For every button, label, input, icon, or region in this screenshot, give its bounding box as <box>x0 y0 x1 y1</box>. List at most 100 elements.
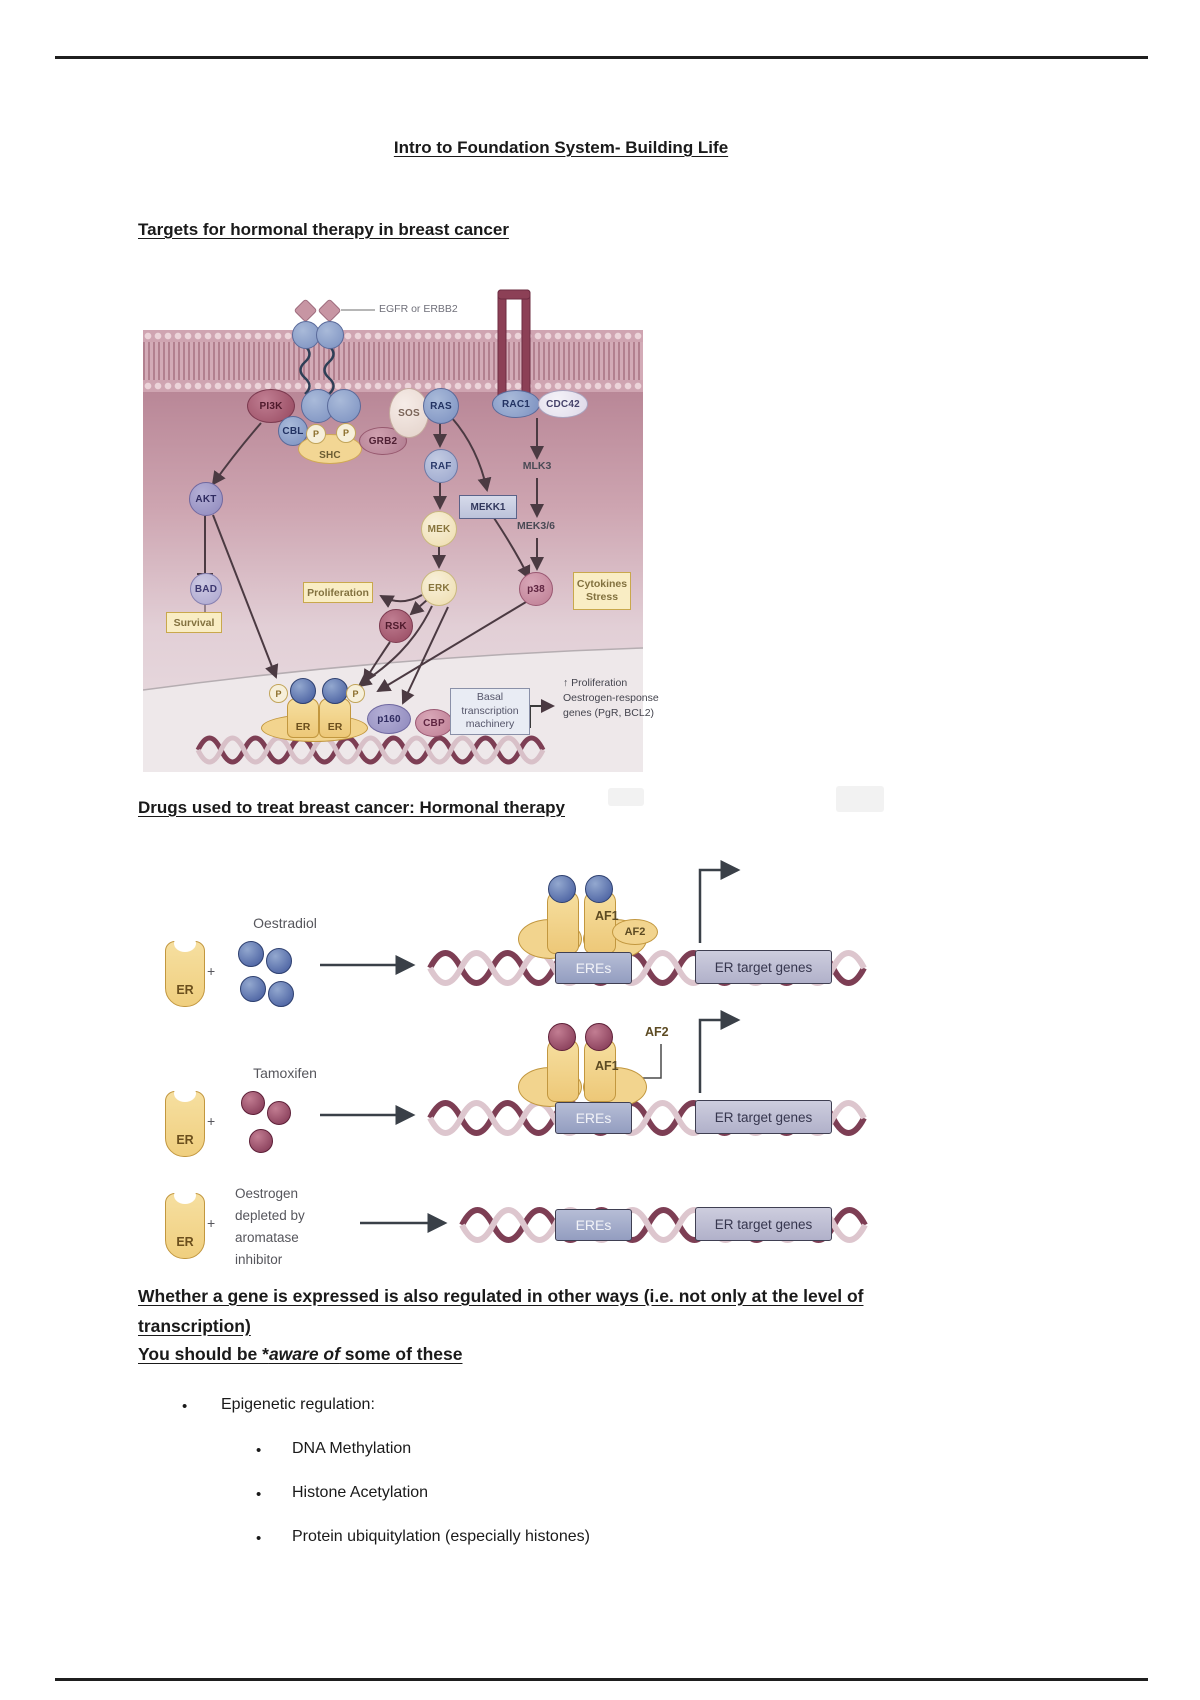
mek-node: MEK <box>421 511 457 547</box>
bullet-item-histone-acetylation: Histone Acetylation <box>292 1484 429 1501</box>
cytokines-line: Cytokines <box>576 578 628 590</box>
bad-node: BAD <box>190 573 222 605</box>
oestradiol-ball-icon <box>266 948 292 974</box>
plasma-membrane <box>143 330 643 392</box>
basal-line: transcription <box>461 704 519 717</box>
receptor-coils <box>299 345 335 395</box>
phospho-p-icon: P <box>336 423 356 443</box>
plus-sign: + <box>207 963 216 979</box>
cytokines-stress-label: Cytokines Stress <box>573 572 631 610</box>
top-rule <box>55 56 1148 59</box>
nuclear-envelope <box>143 647 644 691</box>
af1-label: AF1 <box>595 909 619 923</box>
er-receptor-icon: ER <box>165 1091 205 1157</box>
hormonal-therapy-figure: Oestradiol ER + AF1 AF2 EREs ER target g… <box>135 835 880 1280</box>
bullet-icon: • <box>182 1398 188 1415</box>
second-receptor <box>497 289 531 403</box>
outcome-arrow <box>529 699 555 728</box>
eres-box: EREs <box>555 1209 632 1241</box>
p160-node: p160 <box>367 704 411 734</box>
er-target-genes-box: ER target genes <box>695 1207 832 1241</box>
scan-artifact <box>836 786 884 812</box>
dna-helix <box>195 735 546 765</box>
er-label: ER <box>176 1235 194 1249</box>
scan-artifact <box>608 788 644 806</box>
af2-label: AF2 <box>612 919 658 945</box>
bullet-icon: • <box>256 1486 262 1503</box>
mekk1-node: MEKK1 <box>459 495 517 519</box>
er-unit: ER <box>319 698 351 738</box>
bottom-rule <box>55 1678 1148 1681</box>
ras-node: RAS <box>423 388 459 424</box>
reaction-arrows <box>320 860 741 1233</box>
ligand-line: Oestrogen <box>235 1186 299 1201</box>
tamoxifen-ball-icon <box>241 1091 265 1115</box>
bullet-item-dna-methylation: DNA Methylation <box>292 1440 412 1457</box>
note-line-3-suffix: some of these <box>339 1344 463 1364</box>
pathway-figure: EGFR or ERBB2 PI3K CBL SHC P P GRB2 SOS … <box>143 258 700 772</box>
plus-sign: + <box>207 1113 216 1129</box>
note-line-3-italic: aware of <box>268 1344 340 1364</box>
er-complex-unit <box>584 1038 616 1102</box>
outcome-line: genes (PgR, BCL2) <box>563 707 655 719</box>
page-title: Intro to Foundation System- Building Lif… <box>393 138 729 157</box>
receptor-label: EGFR or ERBB2 <box>379 303 458 315</box>
cdc42-node: CDC42 <box>538 390 588 418</box>
section2-heading: Drugs used to treat breast cancer: Hormo… <box>138 798 566 817</box>
tamoxifen-ball-icon <box>585 1023 613 1051</box>
basal-transcription-box: Basal transcription machinery <box>450 688 530 735</box>
bullet-icon: • <box>256 1530 262 1547</box>
outcome-line: Oestrogen-response <box>563 692 659 704</box>
er-unit: ER <box>287 698 319 738</box>
p38-node: p38 <box>519 572 553 606</box>
oestradiol-ball-icon <box>585 875 613 903</box>
er-unit-label: ER <box>295 721 311 733</box>
note-line-2: transcription) <box>138 1316 251 1336</box>
akt-node: AKT <box>189 482 223 516</box>
af1-label: AF1 <box>595 1059 619 1073</box>
tamoxifen-ball-icon <box>548 1023 576 1051</box>
eres-box: EREs <box>555 1102 632 1134</box>
er-receptor-icon: ER <box>165 941 205 1007</box>
mek36-label: MEK3/6 <box>517 520 555 532</box>
receptor-domain <box>316 321 344 349</box>
basal-line: Basal <box>476 691 504 704</box>
er-unit-label: ER <box>327 721 343 733</box>
ligand-line: aromatase <box>235 1230 299 1245</box>
af2-label: AF2 <box>645 1025 669 1039</box>
oestradiol-ball-icon <box>290 678 316 704</box>
section1-heading: Targets for hormonal therapy in breast c… <box>138 220 509 239</box>
rsk-node: RSK <box>379 609 413 643</box>
oestradiol-ball-icon <box>238 941 264 967</box>
er-label: ER <box>176 983 194 997</box>
phospho-p-icon: P <box>269 684 288 703</box>
oestradiol-ball-icon <box>322 678 348 704</box>
bullet-icon: • <box>256 1442 262 1459</box>
rac1-node: RAC1 <box>492 390 540 418</box>
survival-label: Survival <box>166 612 222 633</box>
plus-sign: + <box>207 1215 216 1231</box>
phospho-p-icon: P <box>306 424 326 444</box>
outcome-text: ↑ Proliferation Oestrogen-response genes… <box>563 676 698 721</box>
ligand-label: Oestrogen depleted by aromatase inhibito… <box>235 1183 350 1271</box>
receptor-domain <box>327 389 361 423</box>
er-label: ER <box>176 1133 194 1147</box>
raf-node: RAF <box>424 449 458 483</box>
note-line-3-prefix: You should be * <box>138 1344 269 1364</box>
eres-box: EREs <box>555 952 632 984</box>
bullet-item-epigenetic: Epigenetic regulation: <box>221 1396 375 1413</box>
outcome-line: ↑ Proliferation <box>563 677 628 689</box>
ligand-line: depleted by <box>235 1208 305 1223</box>
proliferation-label: Proliferation <box>303 582 373 603</box>
oestradiol-ball-icon <box>268 981 294 1007</box>
ligand-line: inhibitor <box>235 1252 283 1267</box>
bullet-item-protein-ubiquitylation: Protein ubiquitylation (especially histo… <box>292 1528 590 1545</box>
note-line-1: Whether a gene is expressed is also regu… <box>138 1286 864 1306</box>
oestradiol-ball-icon <box>548 875 576 903</box>
tamoxifen-ball-icon <box>267 1101 291 1125</box>
dna-helix <box>427 950 868 1243</box>
basal-line: machinery <box>465 718 515 731</box>
tamoxifen-ball-icon <box>249 1129 273 1153</box>
note-line-3: You should be *aware of some of these <box>138 1344 462 1365</box>
ligand-label: Oestradiol <box>253 915 317 931</box>
